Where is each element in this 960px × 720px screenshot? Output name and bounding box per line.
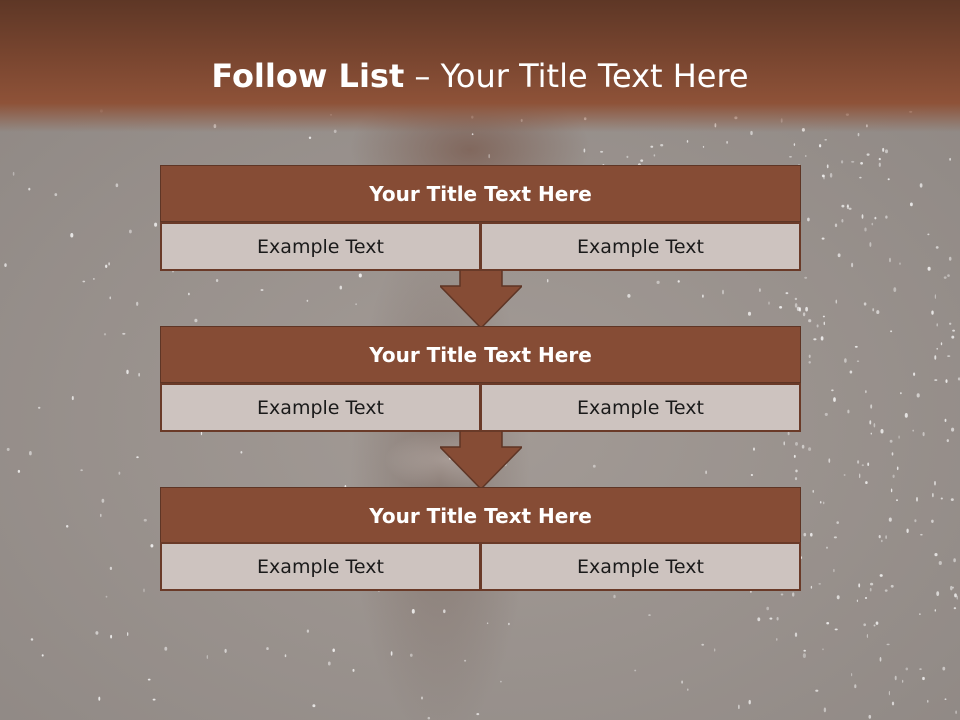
step-title: Your Title Text Here bbox=[160, 326, 801, 383]
step-title: Your Title Text Here bbox=[160, 165, 801, 222]
step-cell-right: Example Text bbox=[480, 542, 801, 591]
step-title: Your Title Text Here bbox=[160, 487, 801, 544]
step-cell-left: Example Text bbox=[160, 542, 481, 591]
down-arrow-icon bbox=[440, 431, 522, 489]
step-cell-left: Example Text bbox=[160, 383, 481, 432]
step-cell-right: Example Text bbox=[480, 222, 801, 271]
slide-title-bold: Follow List bbox=[211, 57, 405, 95]
slide-title-rest: – Your Title Text Here bbox=[414, 57, 749, 95]
down-arrow-icon bbox=[440, 270, 522, 328]
header-band bbox=[0, 0, 960, 132]
step-cell-right: Example Text bbox=[480, 383, 801, 432]
slide-title: Follow List – Your Title Text Here bbox=[0, 56, 960, 96]
step-cell-left: Example Text bbox=[160, 222, 481, 271]
